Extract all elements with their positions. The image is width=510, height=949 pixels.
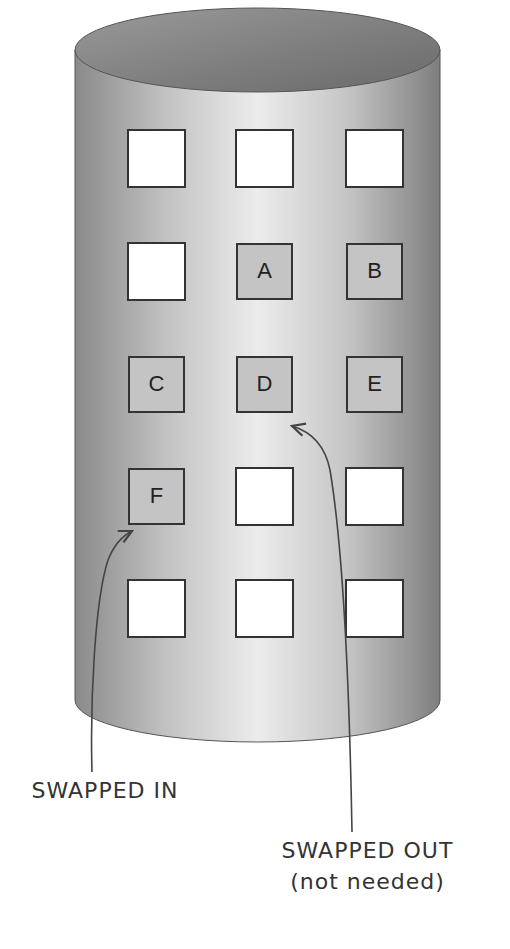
empty-block	[346, 468, 403, 525]
empty-block	[128, 130, 185, 187]
memory-block: D	[236, 356, 293, 413]
empty-block	[346, 580, 403, 637]
memory-block: A	[236, 243, 293, 300]
empty-block	[236, 130, 293, 187]
empty-block	[236, 580, 293, 637]
disk-top	[75, 8, 440, 92]
memory-block: F	[128, 468, 185, 525]
block-letter: F	[150, 484, 163, 508]
block-letter: B	[367, 259, 382, 283]
empty-block	[128, 243, 185, 300]
handwritten-note: SWAPPED IN	[30, 776, 180, 807]
empty-block	[346, 130, 403, 187]
block-letter: E	[367, 372, 382, 396]
leader-line	[292, 426, 352, 832]
disk-body	[75, 50, 440, 742]
memory-block: C	[128, 356, 185, 413]
empty-blocks	[128, 130, 403, 637]
empty-block	[236, 468, 293, 525]
block-letter: A	[257, 259, 272, 283]
block-letter: D	[257, 372, 273, 396]
memory-block: E	[346, 356, 403, 413]
empty-block	[128, 580, 185, 637]
leader-line	[92, 531, 132, 772]
memory-block: B	[346, 243, 403, 300]
block-letter: C	[149, 372, 165, 396]
handwritten-note: SWAPPED OUT (not needed)	[280, 836, 455, 898]
